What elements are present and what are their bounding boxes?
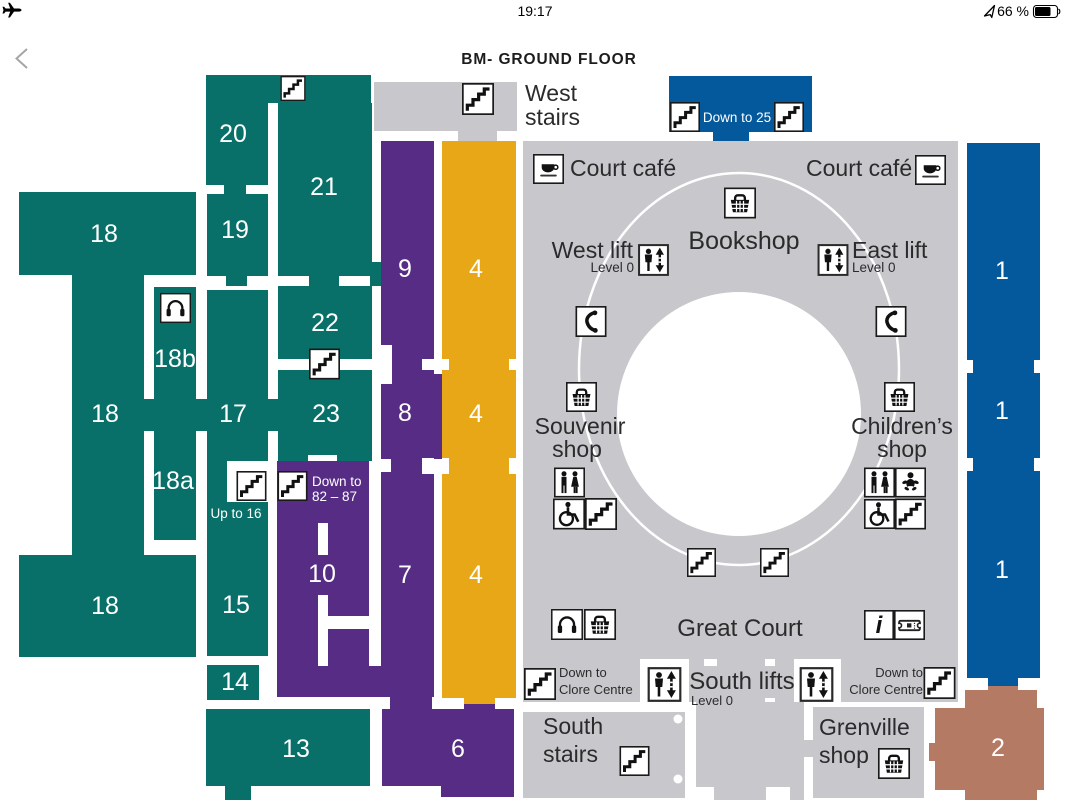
svg-text:West: West xyxy=(525,80,578,106)
svg-text:Level 0: Level 0 xyxy=(590,260,634,275)
svg-text:7: 7 xyxy=(398,561,412,589)
svg-text:4: 4 xyxy=(469,255,483,283)
svg-text:17: 17 xyxy=(219,400,247,428)
svg-text:21: 21 xyxy=(310,173,338,201)
svg-text:Level 0: Level 0 xyxy=(852,260,896,275)
svg-text:Down to: Down to xyxy=(875,665,923,680)
svg-text:shop: shop xyxy=(877,436,927,462)
svg-text:23: 23 xyxy=(312,400,340,428)
svg-text:Great Court: Great Court xyxy=(677,615,803,642)
svg-text:Down to: Down to xyxy=(559,665,607,680)
svg-text:15: 15 xyxy=(222,591,250,619)
svg-text:18: 18 xyxy=(91,592,119,620)
svg-text:South lifts: South lifts xyxy=(689,668,794,695)
svg-text:18a: 18a xyxy=(152,467,194,495)
svg-text:Court café: Court café xyxy=(806,155,912,181)
svg-text:10: 10 xyxy=(308,560,336,588)
svg-text:Clore Centre: Clore Centre xyxy=(849,682,923,697)
svg-text:West lift: West lift xyxy=(552,237,634,263)
svg-text:13: 13 xyxy=(282,735,310,763)
svg-text:1: 1 xyxy=(995,556,1009,584)
svg-text:66 %: 66 % xyxy=(997,3,1029,19)
svg-text:19: 19 xyxy=(221,216,249,244)
svg-text:82 – 87: 82 – 87 xyxy=(312,489,357,504)
svg-text:Level 0: Level 0 xyxy=(691,693,733,708)
svg-text:shop: shop xyxy=(552,436,602,462)
svg-text:Bookshop: Bookshop xyxy=(688,227,799,255)
svg-text:4: 4 xyxy=(469,400,483,428)
svg-text:1: 1 xyxy=(995,257,1009,285)
svg-text:Grenville: Grenville xyxy=(819,714,910,740)
svg-text:4: 4 xyxy=(469,561,483,589)
svg-text:stairs: stairs xyxy=(543,741,598,767)
svg-text:18: 18 xyxy=(90,220,118,248)
svg-text:Court café: Court café xyxy=(570,155,676,181)
svg-text:20: 20 xyxy=(219,120,247,148)
svg-text:Down to 25: Down to 25 xyxy=(703,110,771,125)
svg-text:Clore Centre: Clore Centre xyxy=(559,682,633,697)
svg-text:Children’s: Children’s xyxy=(851,413,953,439)
svg-text:19:17: 19:17 xyxy=(517,3,552,19)
svg-text:6: 6 xyxy=(451,735,465,763)
svg-text:Up to 16: Up to 16 xyxy=(210,506,261,521)
svg-text:1: 1 xyxy=(995,397,1009,425)
svg-text:2: 2 xyxy=(991,734,1005,762)
svg-text:Souvenir: Souvenir xyxy=(535,413,626,439)
svg-text:BM- GROUND FLOOR: BM- GROUND FLOOR xyxy=(461,51,636,68)
svg-text:9: 9 xyxy=(398,255,412,283)
svg-text:shop: shop xyxy=(819,742,869,768)
svg-text:stairs: stairs xyxy=(525,104,580,130)
svg-text:18: 18 xyxy=(91,400,119,428)
svg-text:East lift: East lift xyxy=(852,237,928,263)
svg-text:14: 14 xyxy=(221,668,249,696)
svg-text:South: South xyxy=(543,713,603,739)
svg-text:8: 8 xyxy=(398,399,412,427)
svg-text:18b: 18b xyxy=(154,345,196,373)
svg-text:22: 22 xyxy=(311,309,339,337)
svg-text:Down to: Down to xyxy=(312,474,362,489)
